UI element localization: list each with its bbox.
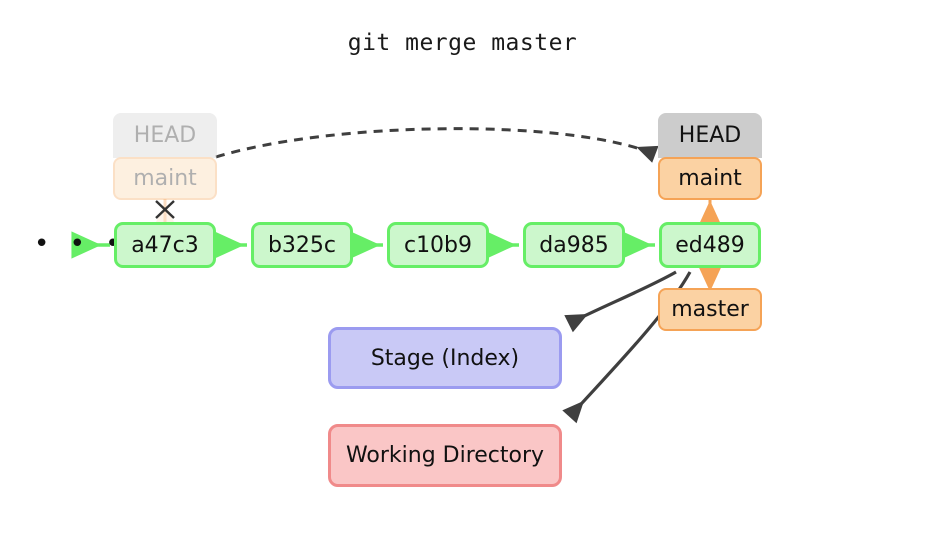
maint-branch-label[interactable]: maint	[658, 157, 762, 200]
head-label[interactable]: HEAD	[658, 113, 762, 158]
head-move-dashed-arrow	[215, 127, 659, 163]
old-maint-label: maint	[113, 157, 217, 200]
commit-node-a47c3[interactable]: a47c3	[114, 222, 216, 268]
detached-x-icon	[155, 200, 175, 219]
old-head-label: HEAD	[113, 113, 217, 158]
working-directory-box[interactable]: Working Directory	[328, 424, 562, 487]
history-ellipsis: • • •	[34, 229, 127, 259]
page-title: git merge master	[347, 30, 578, 56]
stage-index-box[interactable]: Stage (Index)	[328, 327, 562, 389]
commit-node-b325c[interactable]: b325c	[251, 222, 353, 268]
master-branch-label[interactable]: master	[658, 288, 762, 331]
commit-node-ed489[interactable]: ed489	[659, 222, 761, 268]
commit-node-da985[interactable]: da985	[523, 222, 625, 268]
commit-node-c10b9[interactable]: c10b9	[387, 222, 489, 268]
